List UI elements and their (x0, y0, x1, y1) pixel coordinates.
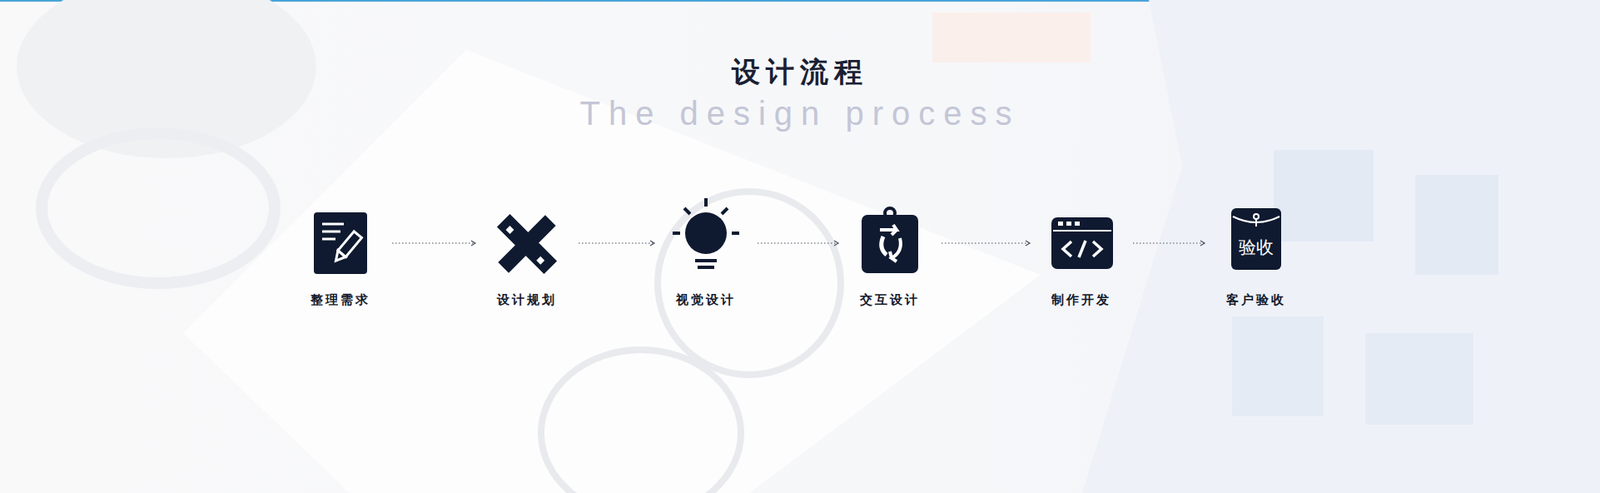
flow-arrow (757, 242, 839, 244)
flow-arrow (1132, 242, 1205, 244)
code-window-icon (1051, 217, 1114, 269)
clipboard-icon (861, 208, 919, 274)
diagram-title: 设计流程 (0, 53, 1600, 92)
flow-arrow (392, 242, 476, 244)
document-icon (313, 212, 368, 274)
flow-arrow (941, 242, 1030, 244)
process-step: 视觉设计 (655, 206, 756, 309)
process-step: 制作开发 (1031, 206, 1132, 309)
icon-caption: 验收 (1238, 235, 1274, 259)
step-label: 整理需求 (290, 292, 391, 309)
subtitle: The design process (0, 94, 1600, 133)
step-label: 交互设计 (839, 292, 940, 309)
process-step: 整理需求 (290, 206, 391, 309)
envelope-icon (1231, 208, 1282, 270)
step-label: 视觉设计 (655, 292, 756, 309)
step-label: 客户验收 (1206, 292, 1307, 309)
process-step: 交互设计 (839, 206, 940, 309)
step-label: 制作开发 (1031, 292, 1132, 309)
bulb-icon (672, 198, 740, 268)
process-step: 设计规划 (477, 206, 577, 309)
step-label: 设计规划 (477, 292, 577, 309)
flow-arrow (578, 242, 655, 244)
ruler-pencil-icon (496, 213, 557, 274)
